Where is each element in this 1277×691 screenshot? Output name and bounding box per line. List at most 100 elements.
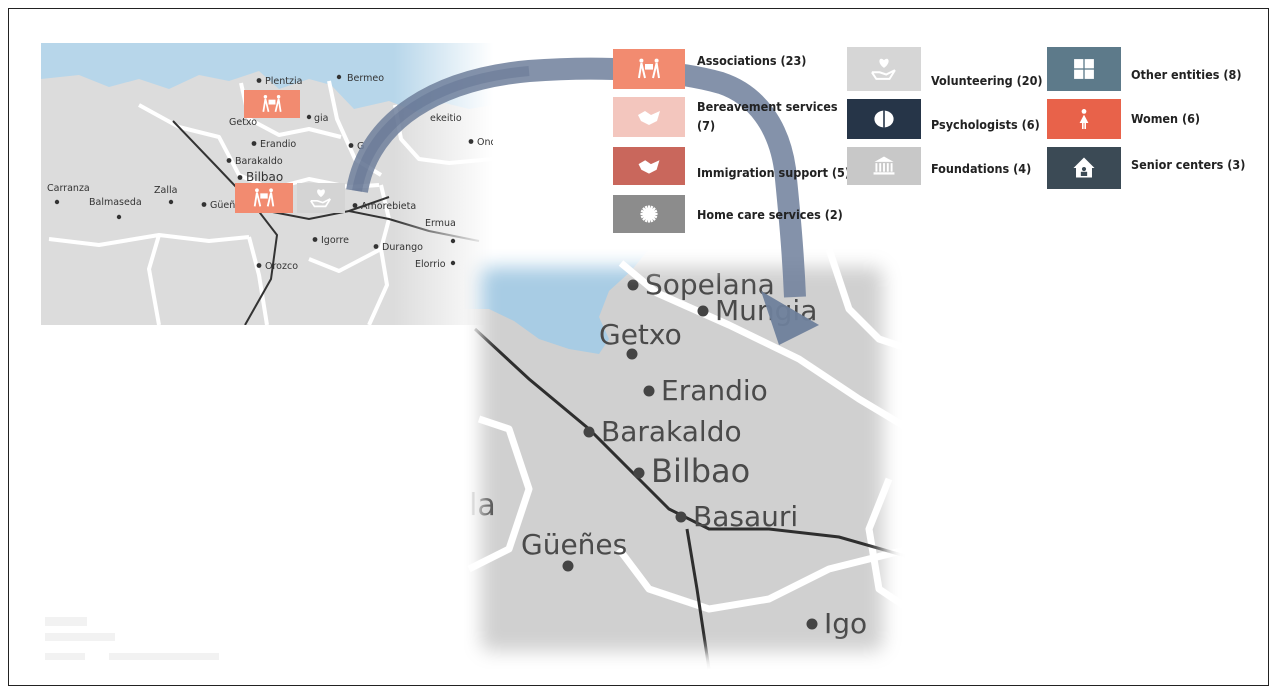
zoom-arrow (346, 57, 819, 345)
zoom-map-place-igorre: Igo (806, 607, 867, 640)
place-label: Ondarroa (477, 137, 521, 148)
place-dot (468, 139, 474, 144)
place-label: Basauri (693, 500, 798, 533)
hand-heart-icon (310, 189, 332, 208)
place-dot (54, 199, 60, 205)
place-label: Orozco (265, 261, 298, 272)
zoom-map-place-basauri: Basauri (675, 500, 798, 533)
hand-heart-icon (871, 58, 896, 80)
place-dot (348, 143, 354, 148)
place-dot (251, 141, 257, 146)
place-dot (633, 467, 645, 479)
place-label: Güeñes (210, 200, 246, 211)
place-label: Carranza (47, 183, 90, 194)
place-label: Erandio (260, 139, 296, 150)
place-dot (450, 260, 456, 266)
faint-background-marks (45, 617, 219, 660)
marker-north[interactable] (244, 90, 300, 118)
small-map-place-plentzia: Plentzia (256, 76, 302, 87)
place-dot (237, 175, 243, 180)
small-map-place-durango: Durango (373, 242, 423, 253)
place-dot (450, 238, 456, 244)
place-label: G (357, 141, 364, 152)
zoom-map-place-barakaldo: Barakaldo (583, 415, 742, 448)
place-label: Balmaseda (89, 197, 142, 208)
place-dot (697, 305, 709, 317)
small-map-place-orozco: Orozco (256, 261, 298, 272)
place-label: Getxo (229, 117, 257, 128)
place-label: Plentzia (265, 76, 302, 87)
place-dot (201, 202, 207, 207)
legend: Associations (23) Bereavement services(7)… (613, 47, 1245, 233)
arrow-head (761, 291, 819, 345)
zoom-map-region-borders (467, 247, 911, 613)
small-map-place-igorre: Igorre (312, 235, 349, 246)
people-carrying-icon (262, 94, 282, 113)
handshake-icon (638, 111, 660, 125)
place-dot (373, 244, 379, 249)
place-dot (562, 560, 574, 572)
place-label: Igorre (321, 235, 349, 246)
place-label: Zalla (154, 185, 177, 196)
zoom-map-place-zalla_frag: la (469, 488, 496, 523)
windows-grid-icon (1074, 59, 1094, 79)
woman-icon (1079, 109, 1089, 129)
zoom-map-place-getxo: Getxo (599, 318, 682, 360)
small-map-place-guenes_frag: Güeñes (201, 200, 246, 211)
arrow-body (346, 57, 806, 298)
institution-icon (873, 156, 895, 175)
zoom-map-place-guenes: Güeñes (521, 528, 627, 572)
place-dot (306, 114, 312, 120)
people-carrying-icon (638, 58, 660, 79)
place-label: Elorrio (415, 259, 446, 270)
place-label: Bermeo (347, 73, 384, 84)
place-dot (806, 618, 818, 630)
legend-label: Psychologists (6) (931, 117, 1040, 132)
place-label: Barakaldo (601, 415, 742, 448)
place-dot (312, 237, 318, 242)
legend-item-other: Other entities (8) (1047, 47, 1241, 91)
small-map-place-ermua: Ermua (425, 218, 456, 244)
marker-bg (297, 183, 345, 213)
place-dot (116, 214, 122, 220)
marker-bilbao-vol[interactable] (297, 183, 345, 213)
legend-item-bereavement: Bereavement services(7) (613, 97, 838, 137)
small-map-place-erandio: Erandio (251, 139, 296, 150)
legend-item-foundations: Foundations (4) (847, 147, 1031, 185)
small-map-place-bilbao: Bilbao (237, 170, 283, 184)
place-dot (627, 279, 639, 291)
legend-swatch (1047, 47, 1121, 91)
zoom-map-sea (464, 249, 649, 354)
legend-item-associations: Associations (23) (613, 49, 806, 89)
place-dot (675, 511, 687, 523)
place-dot (226, 158, 232, 163)
place-dot (256, 263, 262, 268)
place-label: Getxo (599, 318, 682, 351)
legend-item-senior: Senior centers (3) (1047, 147, 1245, 189)
brain-icon (874, 110, 894, 128)
small-map-place-balmaseda: Balmaseda (89, 197, 142, 220)
place-label: ekeitio (430, 113, 462, 124)
zoom-map-place-erandio: Erandio (643, 374, 768, 407)
legend-label: Bereavement services (697, 99, 838, 114)
house-person-icon (1073, 157, 1095, 178)
place-dot (168, 199, 174, 205)
place-label: Amorebieta (361, 201, 416, 212)
legend-item-volunteering: Volunteering (20) (847, 47, 1043, 91)
small-map-place-mungia_frag: gia (306, 113, 329, 124)
small-map-place-amorebieta: Amorebieta (352, 201, 416, 212)
legend-item-psychologists: Psychologists (6) (847, 99, 1040, 139)
legend-swatch (847, 47, 921, 91)
marker-bilbao-assoc[interactable] (235, 183, 293, 213)
small-map-place-lekeitio_frag: ekeitio (430, 113, 462, 124)
handshake-alt-icon (638, 160, 660, 174)
arrow-body-shade (352, 66, 530, 192)
zoom-map-place-sopelana: Sopelana (627, 268, 775, 301)
place-dot (256, 78, 262, 83)
place-label: Ermua (425, 218, 456, 229)
legend-label: Volunteering (20) (931, 73, 1043, 88)
place-label: gia (314, 113, 329, 124)
